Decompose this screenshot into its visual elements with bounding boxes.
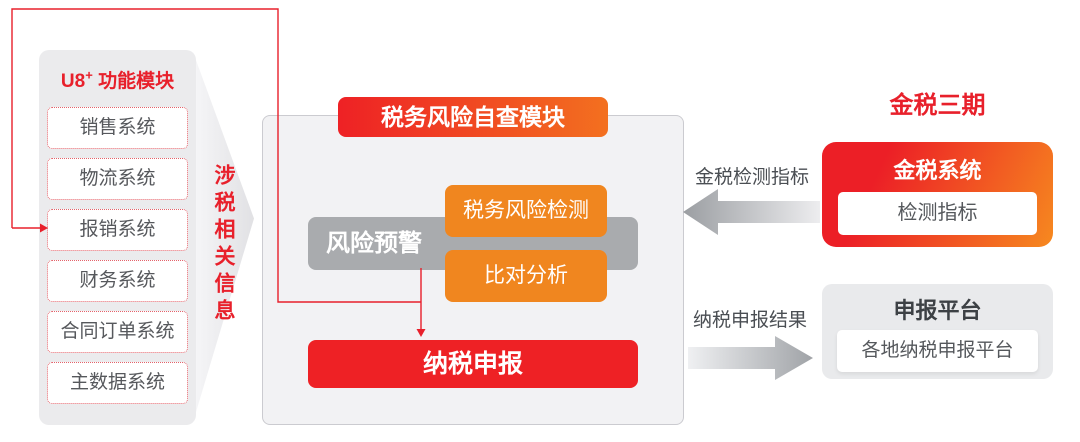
local-declaration-platforms-box: 各地纳税申报平台 <box>837 330 1038 372</box>
outbound-arrow-label: 纳税申报结果 <box>692 310 807 331</box>
module-logistics-system: 物流系统 <box>47 158 188 200</box>
module-finance-system: 财务系统 <box>47 260 188 302</box>
declaration-platform-title: 申报平台 <box>893 298 982 323</box>
tax-related-info-label: 涉税相关信息 <box>212 164 235 326</box>
golden-tax-system-title: 金税系统 <box>893 158 982 183</box>
module-sales-system: 销售系统 <box>47 107 188 149</box>
declaration-platform-box: 申报平台 各地纳税申报平台 <box>822 284 1053 379</box>
detection-indicators-box: 检测指标 <box>838 192 1037 235</box>
module-expense-system: 报销系统 <box>47 209 188 251</box>
module-master-data-system: 主数据系统 <box>47 362 188 404</box>
golden-tax-phase3-title: 金税三期 <box>889 92 986 119</box>
u8-panel-title: U8+ 功能模块 <box>60 67 175 92</box>
tax-risk-detect-pill: 税务风险检测 <box>445 185 607 237</box>
golden-tax-system-box: 金税系统 检测指标 <box>822 142 1053 247</box>
tax-declaration-box: 纳税申报 <box>308 340 638 388</box>
module-contract-order-system: 合同订单系统 <box>47 311 188 353</box>
self-check-module-title: 税务风险自查模块 <box>338 97 608 137</box>
left-arrow-icon <box>683 189 820 235</box>
compare-analysis-pill: 比对分析 <box>445 250 607 302</box>
u8-module-list: 销售系统 物流系统 报销系统 财务系统 合同订单系统 主数据系统 <box>47 107 188 413</box>
u8-function-modules-panel: U8+ 功能模块 销售系统 物流系统 报销系统 财务系统 合同订单系统 主数据系… <box>39 50 196 425</box>
inbound-arrow-label: 金税检测指标 <box>694 167 809 188</box>
right-arrow-icon <box>688 336 813 380</box>
